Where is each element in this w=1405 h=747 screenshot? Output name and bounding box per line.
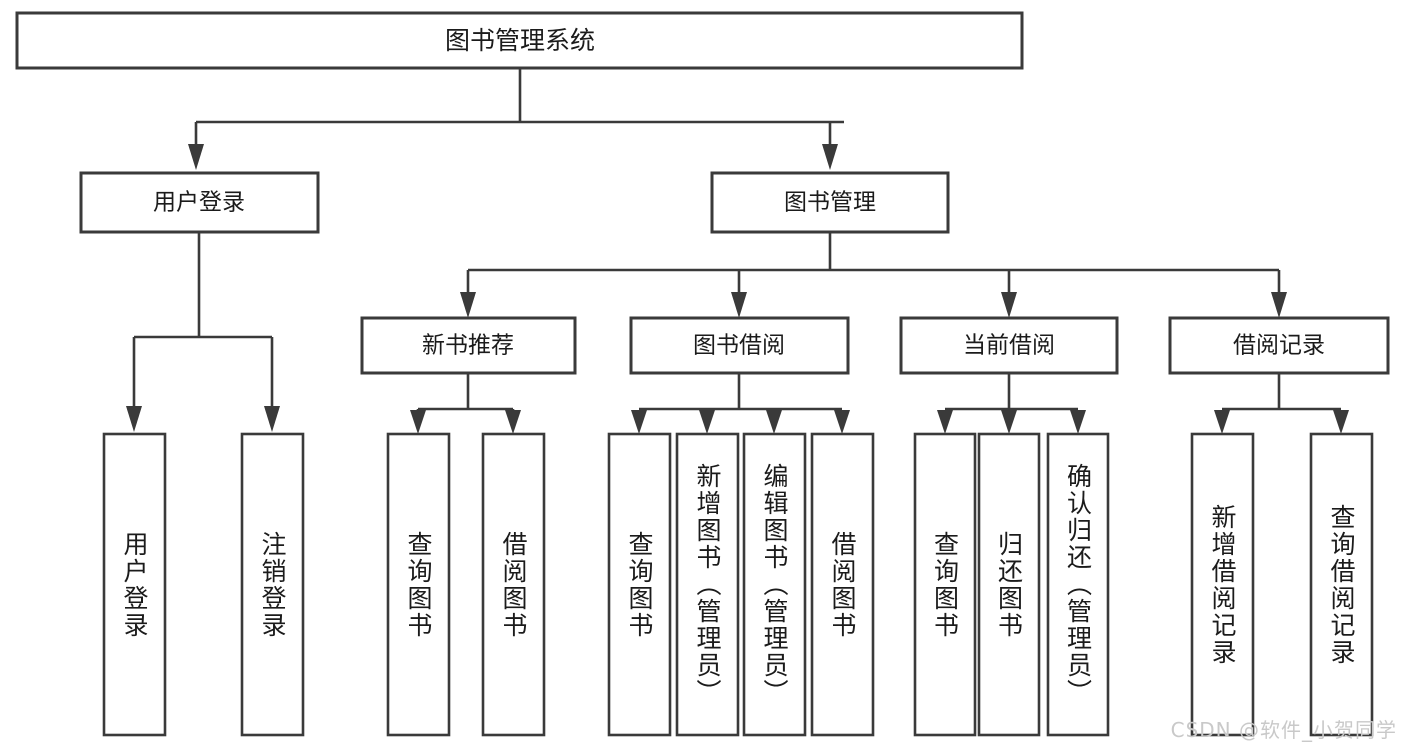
node-new-book-recommend-label: 新书推荐 <box>422 333 514 359</box>
leaf-boxes-current-borrow <box>913 432 1110 737</box>
leaf-box-current-borrow-1[interactable] <box>977 432 1041 737</box>
arrow-head-bookborrow-4 <box>834 410 850 434</box>
node-current-borrow-box[interactable] <box>899 316 1119 375</box>
connector-group-book-mgmt <box>460 233 1287 318</box>
connector-group-root <box>188 68 844 170</box>
arrow-head-userlogin-2 <box>264 406 280 432</box>
leaf-box-borrow-record-0[interactable] <box>1190 432 1255 737</box>
node-book-borrow-label: 图书借阅 <box>693 333 785 359</box>
leaf-box-current-borrow-0[interactable] <box>913 432 977 737</box>
node-new-book-recommend[interactable]: 新书推荐 <box>360 316 577 375</box>
arrow-head-currentborrow-3 <box>1070 410 1086 434</box>
node-book-management-label: 图书管理 <box>784 190 876 216</box>
node-book-management[interactable]: 图书管理 <box>710 171 950 234</box>
arrow-head-bookborrow-1 <box>631 410 647 434</box>
arrow-head-bookmgmt-2 <box>731 292 747 318</box>
node-borrow-record-label: 借阅记录 <box>1233 333 1325 359</box>
arrow-head-borrowrecord-2 <box>1333 410 1349 434</box>
connector-group-new-book <box>410 373 521 434</box>
arrow-head-root-2 <box>822 144 838 170</box>
node-user-login[interactable]: 用户登录 <box>79 171 320 234</box>
leaf-box-book-borrow-0[interactable] <box>607 432 672 737</box>
connector-group-book-borrow <box>631 373 850 434</box>
arrow-head-currentborrow-1 <box>937 410 953 434</box>
leaf-box-new-book-0[interactable] <box>386 432 451 737</box>
leaf-box-book-borrow-1[interactable] <box>675 432 740 737</box>
leaf-boxes-book-borrow <box>607 432 875 737</box>
arrow-head-bookmgmt-4 <box>1271 292 1287 318</box>
node-root[interactable]: 图书管理系统 <box>15 11 1024 70</box>
leaf-boxes-borrow-record <box>1190 432 1374 737</box>
node-new-book-recommend-box[interactable] <box>360 316 577 375</box>
leaf-box-book-borrow-3[interactable] <box>810 432 875 737</box>
node-user-login-label: 用户登录 <box>153 190 245 216</box>
leaf-box-new-book-1[interactable] <box>481 432 546 737</box>
leaf-box-current-borrow-2[interactable] <box>1046 432 1110 737</box>
node-book-borrow[interactable]: 图书借阅 <box>629 316 850 375</box>
leaf-boxes-user-login <box>102 432 305 737</box>
node-root-box[interactable] <box>15 11 1024 70</box>
connector-group-borrow-record <box>1214 373 1349 434</box>
connector-group-user-login <box>126 233 280 432</box>
leaf-box-borrow-record-1[interactable] <box>1309 432 1374 737</box>
arrow-head-borrowrecord-1 <box>1214 410 1230 434</box>
node-borrow-record-box[interactable] <box>1168 316 1390 375</box>
arrow-head-newbook-1 <box>410 410 426 434</box>
leaf-box-user-login-0[interactable] <box>102 432 167 737</box>
arrow-head-userlogin-1 <box>126 406 142 432</box>
arrow-head-bookmgmt-1 <box>460 292 476 318</box>
connector-group-current-borrow <box>937 373 1086 434</box>
leaf-boxes-new-book-recommend <box>386 432 546 737</box>
node-book-borrow-box[interactable] <box>629 316 850 375</box>
arrow-head-currentborrow-2 <box>1001 410 1017 434</box>
arrow-head-bookborrow-2 <box>699 410 715 434</box>
arrow-head-bookmgmt-3 <box>1001 292 1017 318</box>
node-book-management-box[interactable] <box>710 171 950 234</box>
node-root-label: 图书管理系统 <box>445 26 595 55</box>
node-user-login-box[interactable] <box>79 171 320 234</box>
node-borrow-record[interactable]: 借阅记录 <box>1168 316 1390 375</box>
node-current-borrow-label: 当前借阅 <box>963 333 1055 359</box>
arrow-head-newbook-2 <box>505 410 521 434</box>
arrow-head-root-1 <box>188 144 204 170</box>
node-current-borrow[interactable]: 当前借阅 <box>899 316 1119 375</box>
leaf-box-user-login-1[interactable] <box>240 432 305 737</box>
leaf-box-book-borrow-2[interactable] <box>742 432 807 737</box>
arrow-head-bookborrow-3 <box>766 410 782 434</box>
